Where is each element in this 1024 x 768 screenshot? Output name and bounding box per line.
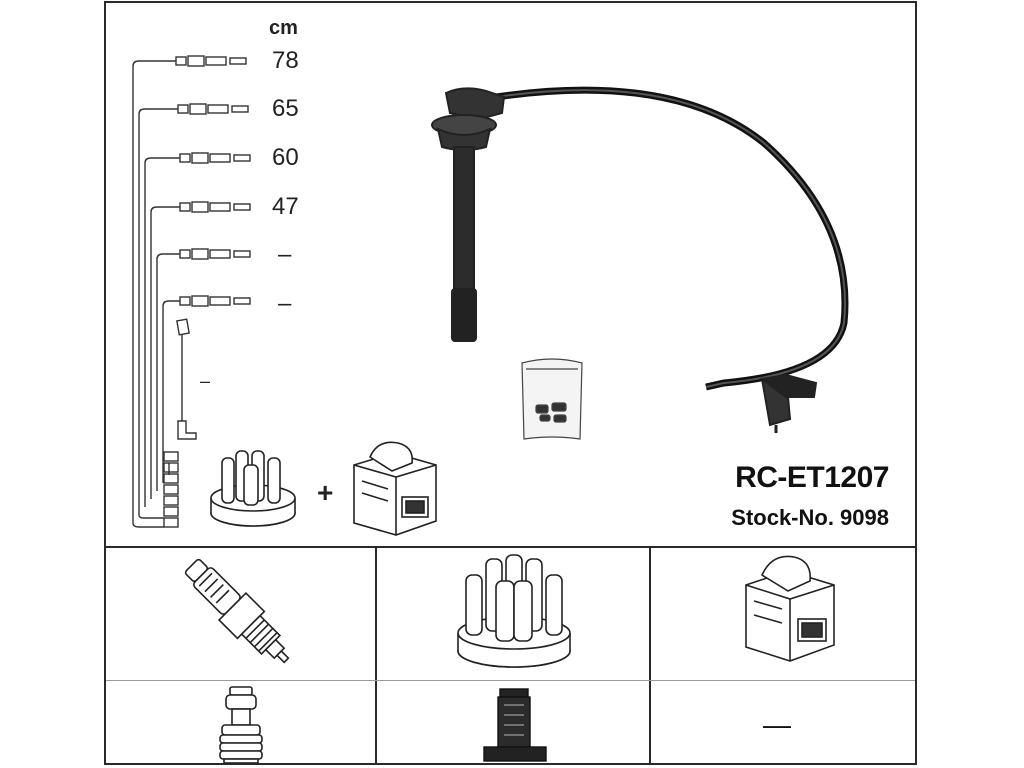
wire-length-2: 65 [272,95,299,122]
unit-label: cm [269,17,298,39]
spark-plug-icon [184,558,290,664]
plus-sign: + [317,477,334,508]
grid-divider-1 [375,546,377,765]
reference-code: RC-ET1207 [735,461,889,494]
product-sheet: cm 78 65 60 47 – – – [104,1,917,765]
ignition-cable-icon [431,86,849,433]
wire-length-6: – [278,290,292,317]
wire-length-5: – [278,241,292,268]
distributor-cap-icon [457,554,571,668]
spark-plug-connector-icon [219,686,263,764]
ignition-wire-set-icon [132,55,251,528]
wire-length-1: 78 [272,47,299,74]
distributor-connector-icon [483,688,547,762]
overview-panel: cm 78 65 60 47 – – – [106,3,915,548]
accessory-bag-icon [521,358,583,440]
grid-row-divider [106,680,915,681]
wire-length-4: 47 [272,193,299,220]
grid-divider-2 [649,546,651,765]
stock-number: Stock-No. 9098 [731,505,889,530]
wire-length-3: 60 [272,144,299,171]
ignition-coil-icon [745,555,835,662]
ignition-coil-icon [353,441,437,536]
distributor-cap-icon [210,450,296,527]
not-applicable-mark: — [763,709,791,740]
coil-wire-length: – [200,371,211,391]
